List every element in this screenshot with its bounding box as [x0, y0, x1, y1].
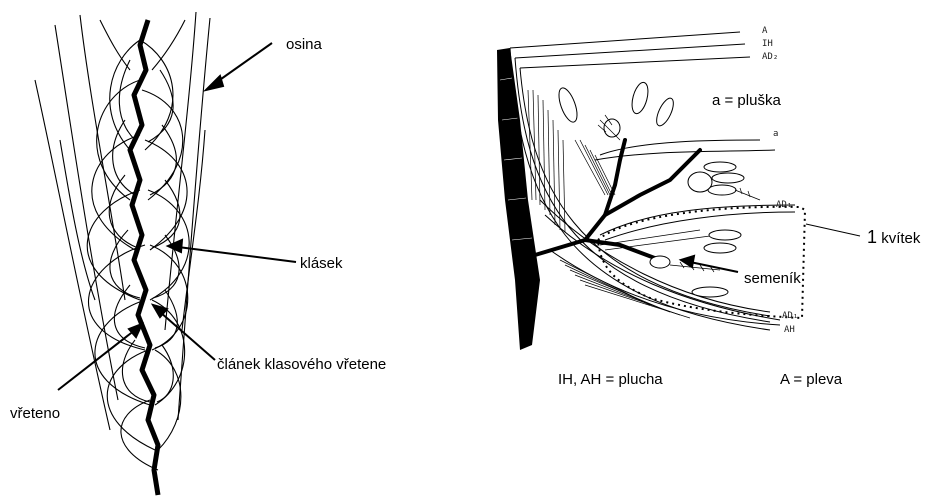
- plucha-label: IH, AH = plucha: [558, 372, 663, 387]
- label-A-small: A: [762, 27, 767, 36]
- kvitek-count: 1: [867, 227, 877, 247]
- label-a-small: a: [773, 130, 778, 139]
- kvitek-text: kvítek: [881, 230, 920, 247]
- klasek-label: klásek: [300, 256, 343, 271]
- label-AD1b-small: AD₁: [782, 312, 798, 321]
- label-AD2-small: AD₂: [762, 53, 778, 62]
- label-IH-small: IH: [762, 40, 773, 49]
- pluska-label: a = pluška: [712, 93, 781, 108]
- clanek-label: článek klasového vřetene: [217, 357, 386, 372]
- label-AH-small: AH: [784, 326, 795, 335]
- pleva-label: A = pleva: [780, 372, 842, 387]
- semenik-label: semeník: [744, 271, 801, 286]
- kvitek-label: 1 kvítek: [867, 228, 920, 246]
- label-AD1-small: AD₁: [776, 201, 792, 210]
- osina-label: osina: [286, 37, 322, 52]
- vreteno-label: vřeteno: [10, 406, 60, 421]
